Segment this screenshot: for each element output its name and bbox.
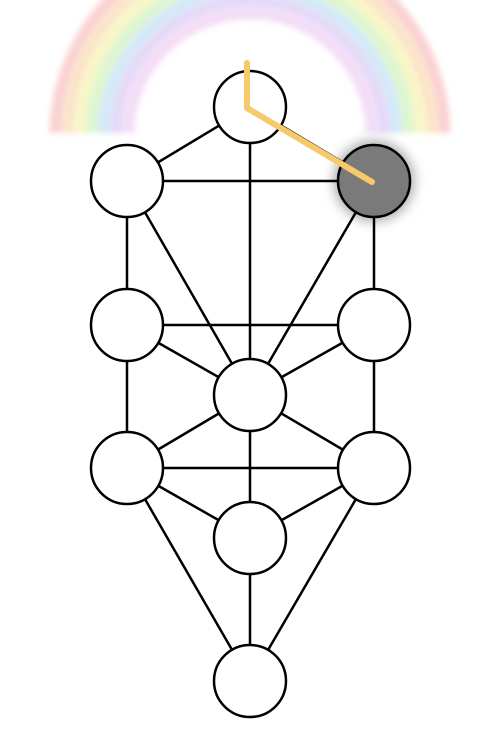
rainbow-band <box>85 0 415 136</box>
lower-right-sphere[interactable] <box>336 430 412 506</box>
middle-right-sphere[interactable] <box>336 287 412 363</box>
highlight-path <box>244 60 375 185</box>
rainbow-band <box>121 6 379 136</box>
rainbow-band <box>49 0 451 136</box>
rainbow-arc <box>40 0 460 140</box>
lower-left-sphere[interactable] <box>89 430 165 506</box>
path-n3-n6 <box>125 179 252 397</box>
middle-left-sphere[interactable] <box>89 287 165 363</box>
rainbow-band <box>97 0 403 136</box>
bottom-sphere[interactable] <box>212 643 288 719</box>
path-n7-n10 <box>248 466 376 683</box>
rainbow-band <box>61 0 439 136</box>
center-sphere[interactable] <box>212 357 288 433</box>
path-n2-n6 <box>248 179 376 397</box>
rainbow-band <box>109 0 391 136</box>
rainbow-band <box>73 0 427 136</box>
upper-left-sphere[interactable] <box>89 143 165 219</box>
spheres <box>89 69 414 719</box>
lower-center-sphere[interactable] <box>212 500 288 576</box>
highlight-path-line <box>244 60 375 185</box>
path-n8-n10 <box>125 466 252 683</box>
